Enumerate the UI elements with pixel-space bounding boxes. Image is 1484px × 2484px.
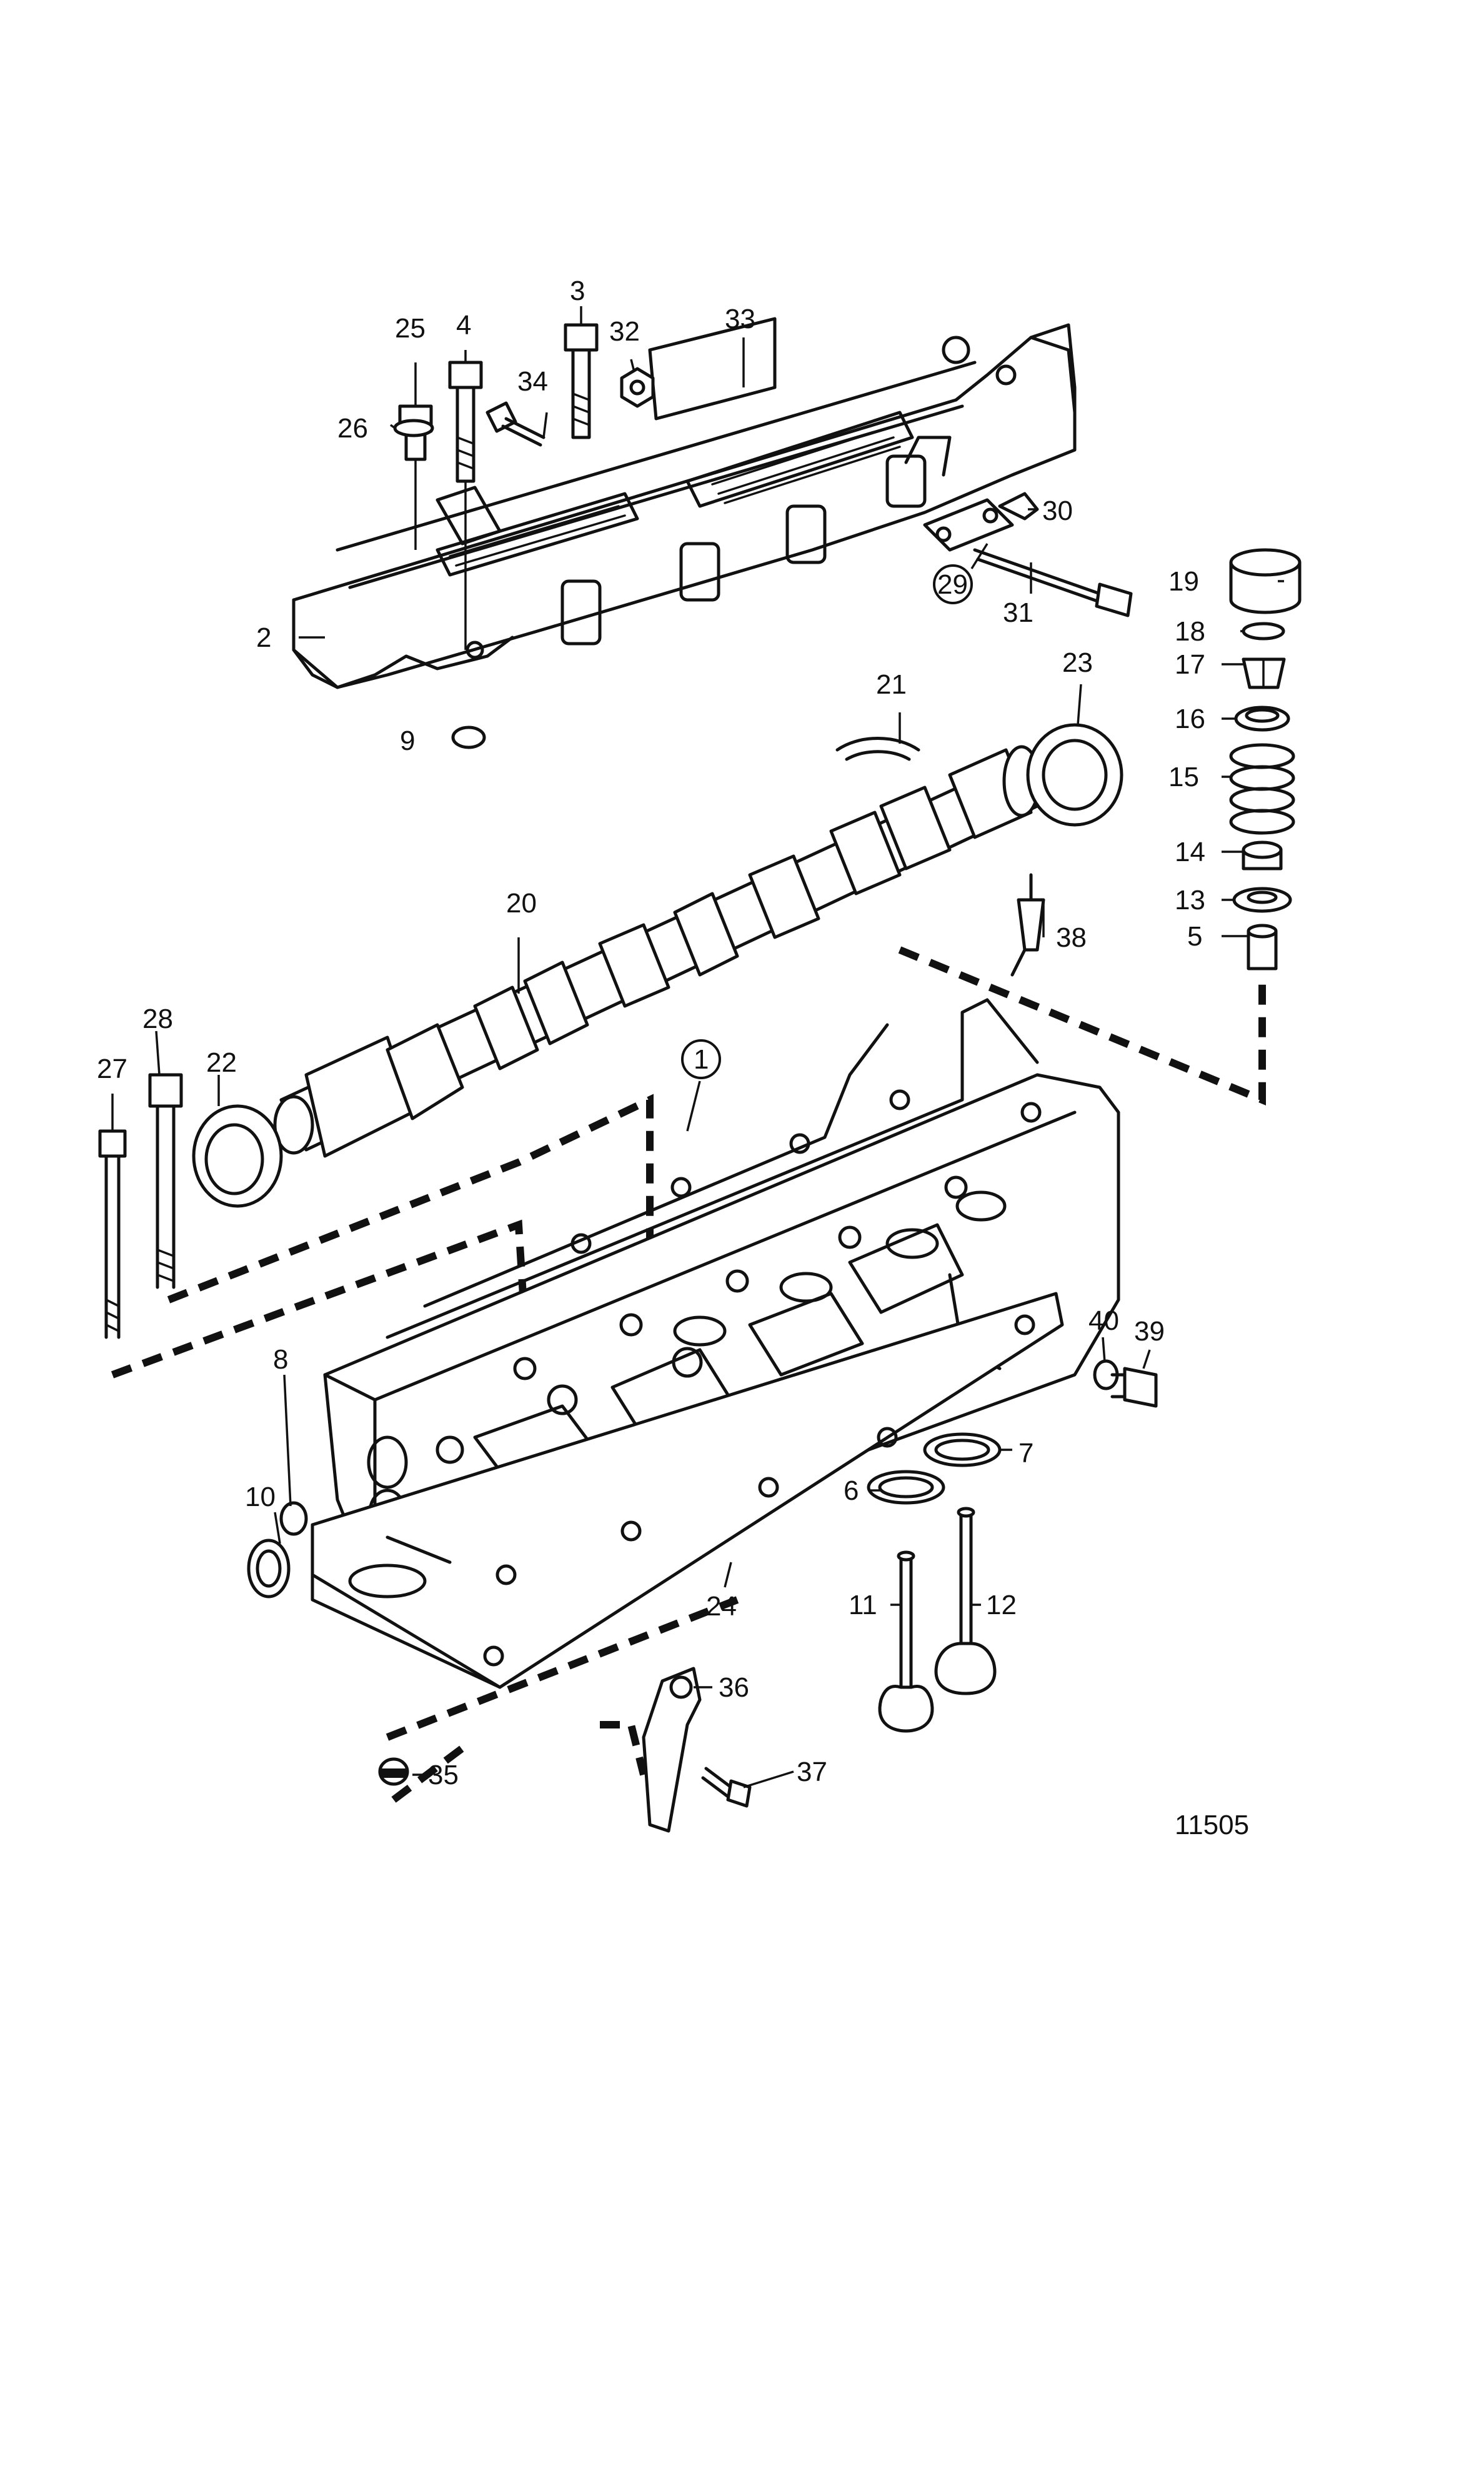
valve-seal-14: [1242, 840, 1283, 870]
callout-4: 4: [456, 310, 471, 341]
camshaft-20: [273, 745, 1041, 1158]
callout-22: 22: [206, 1047, 237, 1078]
valve-guide-5: [1247, 924, 1278, 970]
bolt-31: [973, 548, 1133, 617]
callout-9: 9: [400, 726, 415, 756]
seal-21: [835, 737, 920, 761]
shim-18: [1242, 622, 1285, 641]
seal-9: [451, 726, 486, 749]
valve-11: [878, 1550, 934, 1733]
callout-17: 17: [1175, 649, 1205, 680]
callout-27: 27: [97, 1054, 127, 1084]
lifting-eye-36: [642, 1667, 702, 1833]
callout-8: 8: [273, 1344, 288, 1375]
spring-seat-13: [1232, 887, 1292, 913]
callout-39: 39: [1134, 1316, 1165, 1347]
callout-37: 37: [797, 1757, 827, 1787]
plug-35: [378, 1757, 409, 1786]
callout-11: 11: [849, 1590, 877, 1620]
callout-26: 26: [337, 413, 368, 444]
callout-28: 28: [142, 1004, 173, 1034]
valve-12: [934, 1507, 997, 1695]
callout-6: 6: [844, 1475, 859, 1506]
collets-17: [1242, 657, 1286, 689]
callout-35: 35: [428, 1760, 459, 1790]
guide-line-36: [600, 1721, 647, 1776]
spring-retainer-16: [1234, 706, 1290, 732]
callout-2: 2: [256, 622, 271, 653]
callout-1: 1: [694, 1044, 709, 1075]
bolt-37: [701, 1767, 752, 1808]
callout-32: 32: [609, 316, 640, 347]
callout-30: 30: [1042, 496, 1073, 526]
tappet-19: [1229, 548, 1302, 614]
plug-8: [279, 1501, 308, 1536]
figure-number: 11505: [1175, 1810, 1249, 1840]
bolt-4: [448, 361, 483, 483]
callout-29: 29: [937, 569, 968, 600]
sensor-38: [1010, 873, 1045, 977]
callout-24: 24: [706, 1591, 737, 1622]
callouts: 2 3 4 25 26 32 33 34 30 29 31 9 19 18 17…: [97, 276, 1205, 1790]
callout-3: 3: [570, 276, 585, 306]
callout-38: 38: [1056, 922, 1087, 953]
callout-5: 5: [1187, 921, 1202, 952]
callout-16: 16: [1175, 704, 1205, 734]
seal-22: [192, 1104, 283, 1208]
callout-15: 15: [1168, 762, 1199, 792]
callout-36: 36: [719, 1672, 749, 1703]
bracket-29: [923, 498, 1014, 552]
callout-10: 10: [245, 1482, 276, 1512]
callout-13: 13: [1175, 885, 1205, 915]
callout-29-circle: [933, 564, 973, 604]
callout-20: 20: [506, 888, 537, 919]
seal-ring-7: [923, 1432, 1002, 1467]
guide-line-35: [391, 1740, 471, 1803]
callout-31: 31: [1003, 597, 1033, 628]
stud-27: [98, 1129, 127, 1339]
guide-line-right: [898, 946, 1266, 1105]
head-gasket-24: [311, 1292, 1064, 1689]
clip-30: [998, 492, 1039, 521]
nut-32: [620, 367, 655, 408]
callout-1-circle: [681, 1039, 721, 1079]
bolt-3: [564, 323, 599, 439]
washer-26: [393, 419, 434, 437]
callout-25: 25: [395, 313, 426, 344]
callout-33: 33: [725, 304, 755, 334]
callout-12: 12: [986, 1590, 1017, 1620]
callout-18: 18: [1175, 616, 1205, 647]
seal-23: [1026, 723, 1123, 827]
callout-34: 34: [517, 366, 548, 397]
callout-40: 40: [1088, 1305, 1119, 1336]
leader-lines: [111, 306, 1284, 1788]
callout-14: 14: [1175, 837, 1205, 867]
callout-23: 23: [1062, 647, 1093, 678]
plug-39: [1110, 1367, 1158, 1408]
bolt-28: [148, 1073, 183, 1289]
callout-19: 19: [1168, 566, 1199, 597]
seal-ring-6: [867, 1470, 945, 1505]
bolt-34: [486, 401, 545, 447]
camshaft-cover: [292, 317, 1077, 689]
valve-spring-15: [1229, 743, 1295, 835]
callout-7: 7: [1018, 1438, 1033, 1469]
plug-10: [247, 1539, 291, 1599]
callout-21: 21: [876, 669, 907, 700]
